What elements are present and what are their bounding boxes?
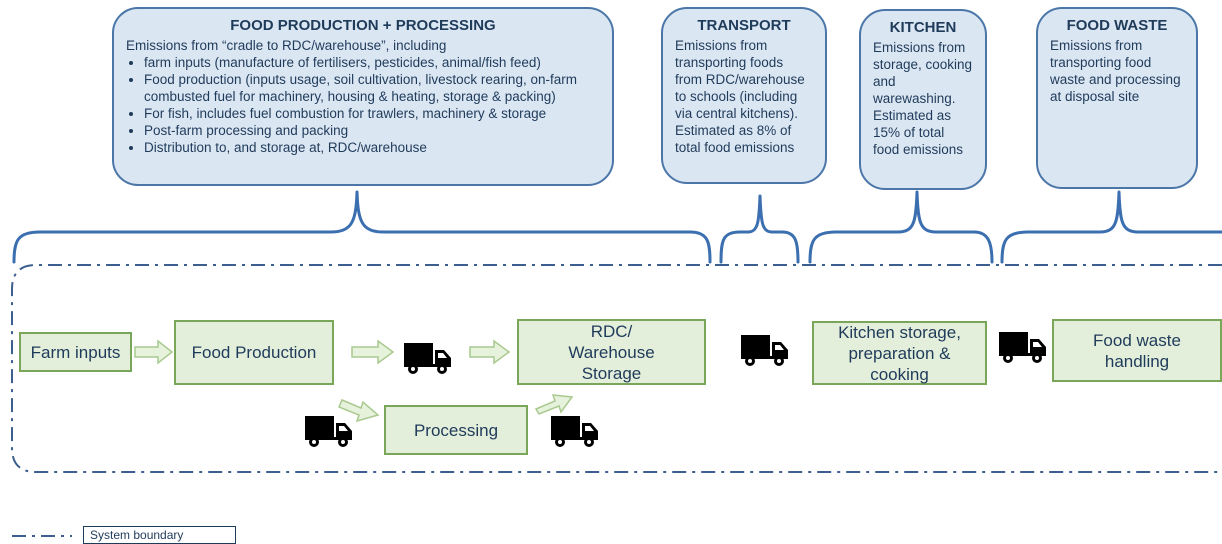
- bracket-transport: [719, 194, 800, 264]
- arrow-production-to-truck: [351, 339, 395, 365]
- truck-icon: [305, 416, 352, 447]
- callout-transport: TRANSPORT Emissions from transporting fo…: [661, 7, 827, 184]
- bracket-kitchen: [808, 190, 994, 264]
- callout-text-waste: Emissions from transporting food waste a…: [1050, 38, 1181, 104]
- truck-icon: [404, 343, 451, 374]
- arrow-truck-to-rdc: [469, 339, 511, 365]
- node-food-production: Food Production: [174, 320, 334, 385]
- truck-icon: [551, 416, 598, 447]
- bullet-food-production: Food production (inputs usage, soil cult…: [144, 71, 600, 105]
- bullet-distribution: Distribution to, and storage at, RDC/war…: [144, 139, 600, 156]
- arrow-processing-to-rdc: [534, 394, 574, 415]
- bullet-post-farm: Post-farm processing and packing: [144, 122, 600, 139]
- callout-title-production: FOOD PRODUCTION + PROCESSING: [230, 17, 496, 34]
- callout-title-kitchen: KITCHEN: [889, 19, 957, 36]
- legend-system-boundary: System boundary: [83, 526, 236, 544]
- truck-icon: [999, 332, 1046, 363]
- bracket-waste: [1000, 190, 1222, 264]
- callout-text-kitchen: Emissions from storage, cooking and ware…: [873, 40, 973, 157]
- bullet-farm-inputs: farm inputs (manufacture of fertilisers,…: [144, 54, 600, 71]
- node-food-waste: Food waste handling: [1052, 319, 1222, 382]
- node-processing: Processing: [384, 405, 528, 455]
- callout-food-production: FOOD PRODUCTION + PROCESSING Emissions f…: [112, 7, 614, 186]
- node-kitchen: Kitchen storage, preparation & cooking: [812, 321, 987, 385]
- callout-text-transport: Emissions from transporting foods from R…: [675, 38, 805, 155]
- node-rdc-warehouse: RDC/ Warehouse Storage: [517, 319, 706, 385]
- arrow-production-to-processing: [338, 399, 380, 423]
- bullet-fish: For fish, includes fuel combustion for t…: [144, 105, 600, 122]
- system-boundary: [11, 264, 1222, 473]
- arrow-farm-to-production: [134, 339, 174, 365]
- callout-title-waste: FOOD WASTE: [1066, 17, 1168, 34]
- callout-food-waste: FOOD WASTE Emissions from transporting f…: [1036, 7, 1198, 189]
- callout-kitchen: KITCHEN Emissions from storage, cooking …: [859, 9, 987, 190]
- node-farm-inputs: Farm inputs: [19, 332, 132, 372]
- truck-icon: [741, 335, 788, 366]
- callout-intro-production: Emissions from “cradle to RDC/warehouse”…: [126, 38, 447, 53]
- callout-title-transport: TRANSPORT: [697, 17, 791, 34]
- bracket-production: [12, 190, 712, 264]
- callout-bullet-list: farm inputs (manufacture of fertilisers,…: [126, 54, 600, 156]
